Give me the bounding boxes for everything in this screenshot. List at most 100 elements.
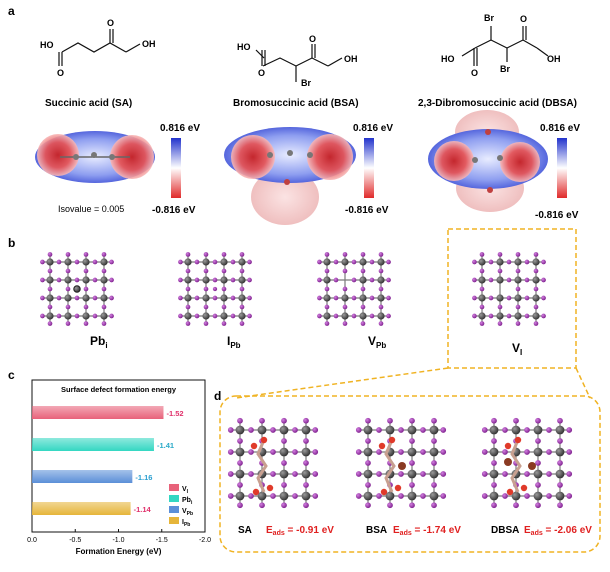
iodine-atom <box>479 268 485 274</box>
iodine-atom <box>524 471 530 477</box>
bromine-atom <box>398 462 406 470</box>
iodine-atom <box>83 286 89 292</box>
iodine-atom <box>481 471 488 477</box>
iodine-atom <box>479 252 485 257</box>
iodine-atom <box>491 502 497 509</box>
iodine-atom <box>479 321 485 326</box>
svg-text:Eads = -1.74 eV: Eads = -1.74 eV <box>393 525 461 537</box>
lead-atom <box>555 469 565 479</box>
iodine-atom <box>355 493 362 499</box>
lead-atom <box>429 425 439 435</box>
iodine-atom <box>342 268 348 274</box>
iodine-atom <box>270 493 276 499</box>
iodine-atom <box>502 493 508 499</box>
lead-atom <box>64 312 72 320</box>
bar-data-label: -1.41 <box>157 441 174 450</box>
defect-label-vpb: VPb <box>368 334 386 350</box>
chart-title: Surface defect formation energy <box>61 385 177 394</box>
iodine-atom <box>212 277 218 283</box>
lead-atom <box>235 491 245 501</box>
dbsa-name: 2,3-Dibromosuccinic acid (DBSA) <box>418 98 577 109</box>
dbsa-br-bottom: Br <box>500 64 510 74</box>
iodine-atom <box>524 277 530 283</box>
iodine-atom <box>342 286 348 292</box>
iodine-atom <box>431 482 437 488</box>
lead-atom <box>279 425 289 435</box>
iodine-atom <box>535 482 541 488</box>
iodine-atom <box>360 286 366 292</box>
iodine-atom <box>92 259 98 265</box>
lead-atom <box>363 491 373 501</box>
bar-data-label: -1.14 <box>134 505 152 514</box>
x-axis-label: Formation Energy (eV) <box>76 547 162 556</box>
x-tick-label: -2.0 <box>199 537 211 544</box>
lead-atom <box>341 258 349 266</box>
esp-surface-bsa <box>224 127 356 225</box>
iodine-atom <box>566 427 573 433</box>
iodine-atom <box>378 268 384 274</box>
iodine-atom <box>281 502 287 509</box>
lead-atom <box>533 491 543 501</box>
bsa-name: Bromosuccinic acid (BSA) <box>233 98 359 109</box>
iodine-atom <box>533 286 539 292</box>
iodine-atom <box>502 471 508 477</box>
iodine-atom <box>194 295 200 301</box>
lead-atom <box>377 258 385 266</box>
iodine-atom <box>409 502 415 509</box>
iodine-atom <box>497 268 503 274</box>
iodine-atom <box>237 417 243 424</box>
bromine-atom <box>528 462 536 470</box>
iodine-atom <box>546 427 552 433</box>
iodine-atom <box>409 438 415 444</box>
lead-atom <box>407 425 417 435</box>
iodine-atom <box>178 277 183 283</box>
lead-atom <box>323 294 331 302</box>
sa-o-bottom: O <box>57 68 64 78</box>
esp-surface-dbsa <box>428 110 548 212</box>
lead-atom <box>82 276 90 284</box>
iodine-atom <box>546 449 552 455</box>
legend-entry: VI <box>182 486 189 495</box>
lead-atom <box>489 425 499 435</box>
iodine-atom <box>203 321 209 326</box>
bar <box>32 470 133 483</box>
iodine-atom <box>376 493 382 499</box>
iodine-atom <box>376 471 382 477</box>
iodine-atom <box>535 502 541 509</box>
lead-atom <box>82 294 90 302</box>
iodine-atom <box>378 304 384 310</box>
dbsa-oh-label: OH <box>547 54 561 64</box>
lattice-pbi <box>40 252 114 326</box>
iodine-atom <box>409 417 415 424</box>
iodine-atom <box>376 427 382 433</box>
panel-label-b: b <box>8 236 15 250</box>
lead-atom <box>533 425 543 435</box>
iodine-atom <box>109 313 114 319</box>
iodine-atom <box>431 502 437 509</box>
iodine-atom <box>515 304 521 310</box>
iodine-atom <box>203 286 209 292</box>
lead-atom <box>514 312 522 320</box>
svg-text:BSA: BSA <box>366 525 387 536</box>
iodine-atom <box>502 427 508 433</box>
svg-text:DBSA: DBSA <box>491 525 519 536</box>
bar <box>32 502 131 515</box>
lead-atom <box>220 294 228 302</box>
iodine-atom <box>109 259 114 265</box>
iodine-atom <box>524 295 530 301</box>
iodine-atom <box>524 493 530 499</box>
lead-atom <box>238 294 246 302</box>
iodine-atom <box>488 313 494 319</box>
color-scale-1 <box>171 138 181 198</box>
iodine-atom <box>230 277 236 283</box>
lead-atom <box>301 469 311 479</box>
iodine-atom <box>324 321 330 326</box>
oxygen-atom <box>506 488 514 496</box>
iodine-atom <box>47 286 53 292</box>
iodine-atom <box>227 427 234 433</box>
iodine-atom <box>365 460 371 466</box>
lead-atom <box>100 294 108 302</box>
iodine-atom <box>247 295 252 301</box>
iodine-atom <box>317 295 322 301</box>
